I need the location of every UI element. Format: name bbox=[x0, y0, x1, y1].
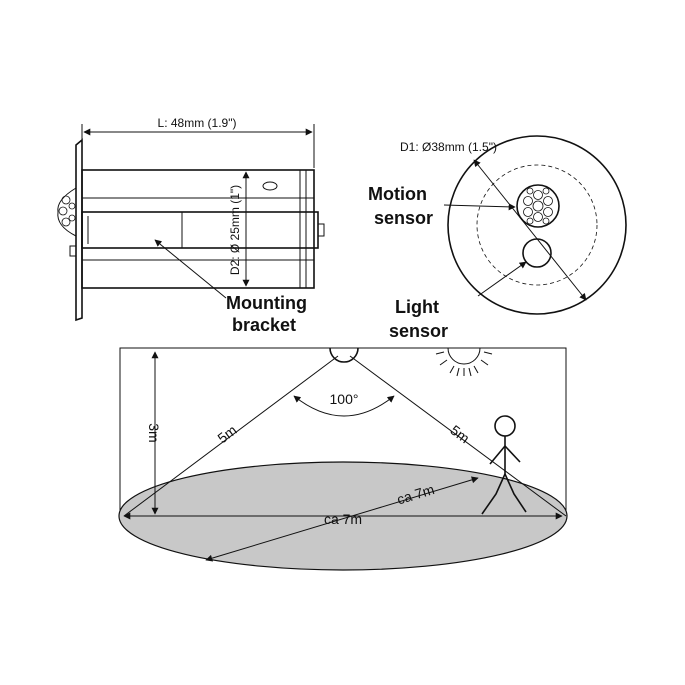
range-left-label: 5m bbox=[214, 422, 239, 446]
motion-label-1: Motion bbox=[368, 184, 427, 204]
bracket-diameter-label: D2: Ø 25mm (1") bbox=[228, 185, 242, 275]
front-outer-ring bbox=[447, 135, 627, 315]
person-figure bbox=[481, 415, 527, 515]
motion-label-2: sensor bbox=[374, 208, 433, 228]
height-label: 3m bbox=[146, 423, 162, 442]
side-nub bbox=[69, 245, 77, 257]
room-outline bbox=[119, 347, 567, 520]
motion-sensor-lens bbox=[516, 184, 560, 228]
sensor-body bbox=[81, 169, 315, 289]
light-label-2: sensor bbox=[389, 321, 448, 341]
front-diameter-label: D1: Ø38mm (1.5") bbox=[400, 140, 497, 154]
angle-arc bbox=[293, 395, 395, 417]
sun-icon bbox=[435, 347, 493, 377]
motion-leader bbox=[443, 203, 516, 211]
mounting-label-2: bracket bbox=[232, 315, 296, 335]
cone-left-edge bbox=[123, 355, 339, 517]
floor-depth-line bbox=[205, 476, 479, 562]
mounting-leader bbox=[154, 239, 227, 299]
light-leader bbox=[477, 261, 527, 297]
mounting-bracket-band bbox=[81, 211, 319, 249]
front-flange bbox=[75, 138, 83, 322]
length-label: L: 48mm (1.9") bbox=[158, 116, 237, 130]
side-view: L: 48mm (1.9") D2: Ø 25mm (1") Mounting … bbox=[57, 116, 325, 335]
coverage-view: 100° 5m 5m 3m ca 7m ca 7m bbox=[118, 347, 568, 571]
body-slot bbox=[262, 181, 278, 191]
cone-right-edge bbox=[349, 355, 567, 517]
lens-dome-side bbox=[57, 187, 77, 237]
angle-label: 100° bbox=[330, 391, 359, 407]
light-label-1: Light bbox=[395, 297, 439, 317]
light-sensor-eye bbox=[522, 238, 552, 268]
front-diameter-line bbox=[473, 159, 587, 301]
range-right-label: 5m bbox=[447, 422, 472, 446]
ceiling-sensor bbox=[329, 347, 359, 363]
bracket-tab bbox=[317, 223, 325, 237]
front-view: D1: Ø38mm (1.5") Motion sensor Light sen… bbox=[368, 135, 627, 341]
mounting-label-1: Mounting bbox=[226, 293, 307, 313]
